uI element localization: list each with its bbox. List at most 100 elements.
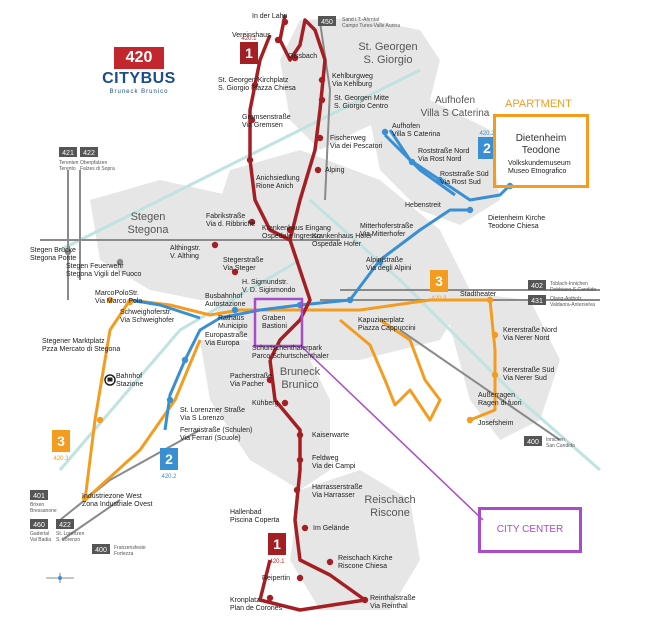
stop-label[interactable]: Althingstr.V. Althing: [170, 245, 201, 260]
stop-dot[interactable]: [346, 296, 354, 304]
stop-dot[interactable]: [408, 158, 416, 166]
stop-dot[interactable]: [251, 81, 259, 89]
stop-dot[interactable]: [491, 371, 499, 379]
stop-dot[interactable]: [486, 296, 494, 304]
stop-label[interactable]: Kühberg: [252, 400, 279, 407]
stop-dot[interactable]: [466, 206, 474, 214]
regional-badge[interactable]: 422 St. Lorenzen S. Lorenzo: [56, 519, 85, 543]
stop-dot[interactable]: [376, 258, 384, 266]
stop-dot[interactable]: [211, 241, 219, 249]
stop-dot[interactable]: [281, 18, 289, 26]
stop-label[interactable]: Gissbach: [288, 53, 317, 60]
stop-dot[interactable]: [286, 226, 294, 234]
stop-dot[interactable]: [246, 156, 254, 164]
stop-dot[interactable]: [181, 356, 189, 364]
stop-dot[interactable]: [296, 574, 304, 582]
stop-dot[interactable]: [291, 54, 299, 62]
stop-dot[interactable]: [381, 128, 389, 136]
stop-dot[interactable]: [266, 594, 274, 602]
regional-badge[interactable]: 400 Innichen San Candido: [524, 436, 575, 449]
stop-dot[interactable]: [318, 76, 326, 84]
stop-label[interactable]: Kaiserwarte: [312, 432, 349, 439]
stop-dot[interactable]: [106, 296, 114, 304]
stop-dot[interactable]: [281, 399, 289, 407]
stop-dot[interactable]: [326, 558, 334, 566]
stop-dot[interactable]: [81, 494, 89, 502]
stop-dot[interactable]: [166, 396, 174, 404]
stop-dot[interactable]: [314, 166, 322, 174]
stop-dot[interactable]: [318, 96, 326, 104]
stop-dot[interactable]: [64, 248, 72, 256]
stop-label[interactable]: Schweighoferstr.Via Schweighofer: [120, 309, 175, 324]
regional-badge[interactable]: 401 Brixen Bressanone: [30, 490, 57, 514]
stop-dot[interactable]: [266, 376, 274, 384]
stop-dot[interactable]: [301, 524, 309, 532]
stop-dot[interactable]: [466, 416, 474, 424]
stop-dot[interactable]: [296, 456, 304, 464]
stop-label[interactable]: Vereinshaus: [232, 32, 271, 39]
stop-dot[interactable]: [436, 176, 444, 184]
stop-dot[interactable]: [231, 268, 239, 276]
stop-label[interactable]: Josefsheim: [478, 420, 514, 427]
stop-label[interactable]: Im Gelände: [313, 525, 349, 532]
city-center-highlight[interactable]: [253, 297, 304, 348]
stop-dot[interactable]: [293, 486, 301, 494]
apartment-box[interactable]: Dietenheim Teodone: [493, 114, 589, 188]
stop-label[interactable]: MarcoPoloStr.Via Marco Polo: [95, 290, 142, 305]
stop-dot[interactable]: [231, 306, 239, 314]
regional-badge[interactable]: 431 Olang-Antholz Valdaora-Anterselva: [528, 295, 595, 308]
stop-dot[interactable]: [361, 596, 369, 604]
stop-dot[interactable]: [116, 258, 124, 266]
regional-badge[interactable]: 450 Sand i.T.-Ahrntal Campo Tures-Valle …: [318, 16, 400, 29]
regional-badge[interactable]: 402 Toblach-Innichen Dobbiaco-S.Candido: [528, 280, 596, 293]
stop-label[interactable]: Ferraristraße (Schulen)Via Ferrari (Scuo…: [180, 427, 252, 442]
stop-label[interactable]: In der Lahn: [252, 13, 288, 20]
stop-dot[interactable]: [248, 218, 256, 226]
stop-dot[interactable]: [96, 416, 104, 424]
stop-label[interactable]: Hebenstreit: [405, 202, 441, 209]
regional-badge[interactable]: 422 Oberpfalzen Falzes di Sopra: [80, 147, 115, 172]
stop-dot[interactable]: [316, 134, 324, 142]
stop-dot[interactable]: [248, 116, 256, 124]
stop-dot[interactable]: [296, 431, 304, 439]
stop-dot[interactable]: [126, 298, 134, 306]
stop-label[interactable]: H. Sigmundstr.V. D. Sigismondo: [242, 279, 296, 294]
stop-dot[interactable]: [491, 331, 499, 339]
regional-badge[interactable]: 400 Franzensfeste Fortezza: [92, 544, 146, 557]
